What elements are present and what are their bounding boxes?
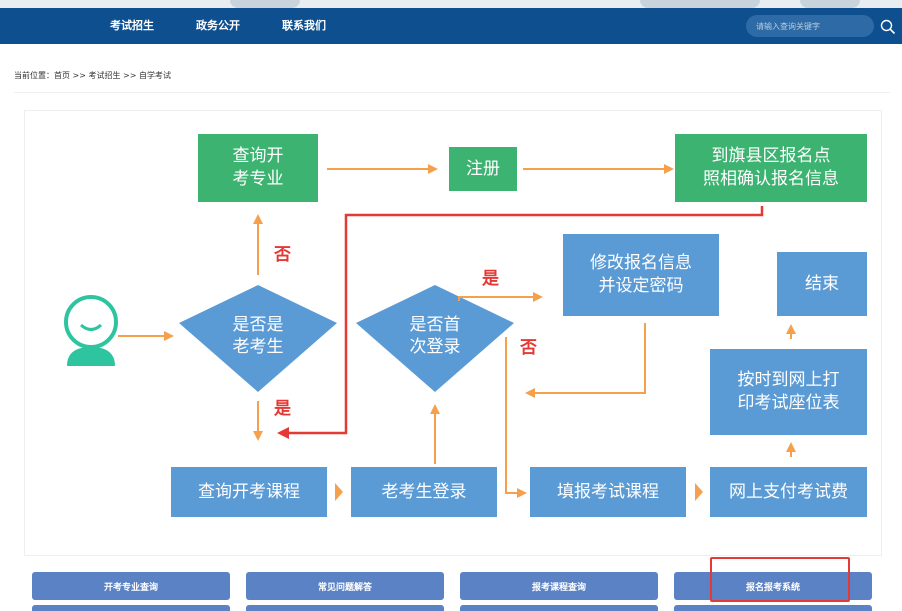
step-fill-course: 填报考试课程 [530,467,686,517]
step-print-seat: 按时到网上打 印考试座位表 [710,349,867,435]
diamond-is-old-student [179,285,337,392]
search-input[interactable] [746,15,874,37]
flowchart-connectors [64,164,796,501]
label-no-old-student: 否 [274,245,291,265]
step-end: 结束 [777,252,867,316]
nav-item-government-affairs[interactable]: 政务公开 [196,19,240,32]
step-pay-fee: 网上支付考试费 [710,467,867,517]
breadcrumb: 当前位置：首页 >> 考试招生 >> 自学考试 [14,71,171,80]
divider [14,92,890,93]
label-yes-first-login: 是 [482,269,499,289]
user-icon [64,295,118,366]
second-row-button[interactable] [246,605,444,611]
label-yes-old-student: 是 [274,399,291,419]
highlight-frame [710,557,850,602]
step-query-course: 查询开考课程 [171,467,327,517]
diamond-is-first-login [356,285,514,392]
step-confirm-info: 到旗县区报名点 照相确认报名信息 [675,134,867,202]
step-query-major: 查询开 考专业 [198,134,318,202]
second-row-button[interactable] [460,605,658,611]
second-row-button[interactable] [674,605,872,611]
registration-system-button[interactable]: 报名报考系统 [674,572,872,600]
faq-button[interactable]: 常见问题解答 [246,572,444,600]
query-major-button[interactable]: 开考专业查询 [32,572,230,600]
step-modify-info: 修改报名信息 并设定密码 [563,234,719,316]
header-banner-strip [0,0,902,8]
decision-is-first-login: 是否首 次登录 [409,315,461,357]
search-icon[interactable] [880,19,896,35]
step-old-login: 老考生登录 [351,467,497,517]
second-row-button[interactable] [32,605,230,611]
top-navigation-bar: 考试招生 政务公开 联系我们 [0,8,902,44]
registration-flowchart: 查询开 考专业 注册 到旗县区报名点 照相确认报名信息 是否是 老考生 是否首 … [24,110,882,556]
query-course-button[interactable]: 报考课程查询 [460,572,658,600]
label-no-first-login: 否 [520,338,537,358]
decision-is-old-student: 是否是 老考生 [232,315,284,357]
step-register: 注册 [449,147,517,191]
nav-item-contact-us[interactable]: 联系我们 [282,19,326,32]
nav-item-exam-admission[interactable]: 考试招生 [110,19,154,32]
